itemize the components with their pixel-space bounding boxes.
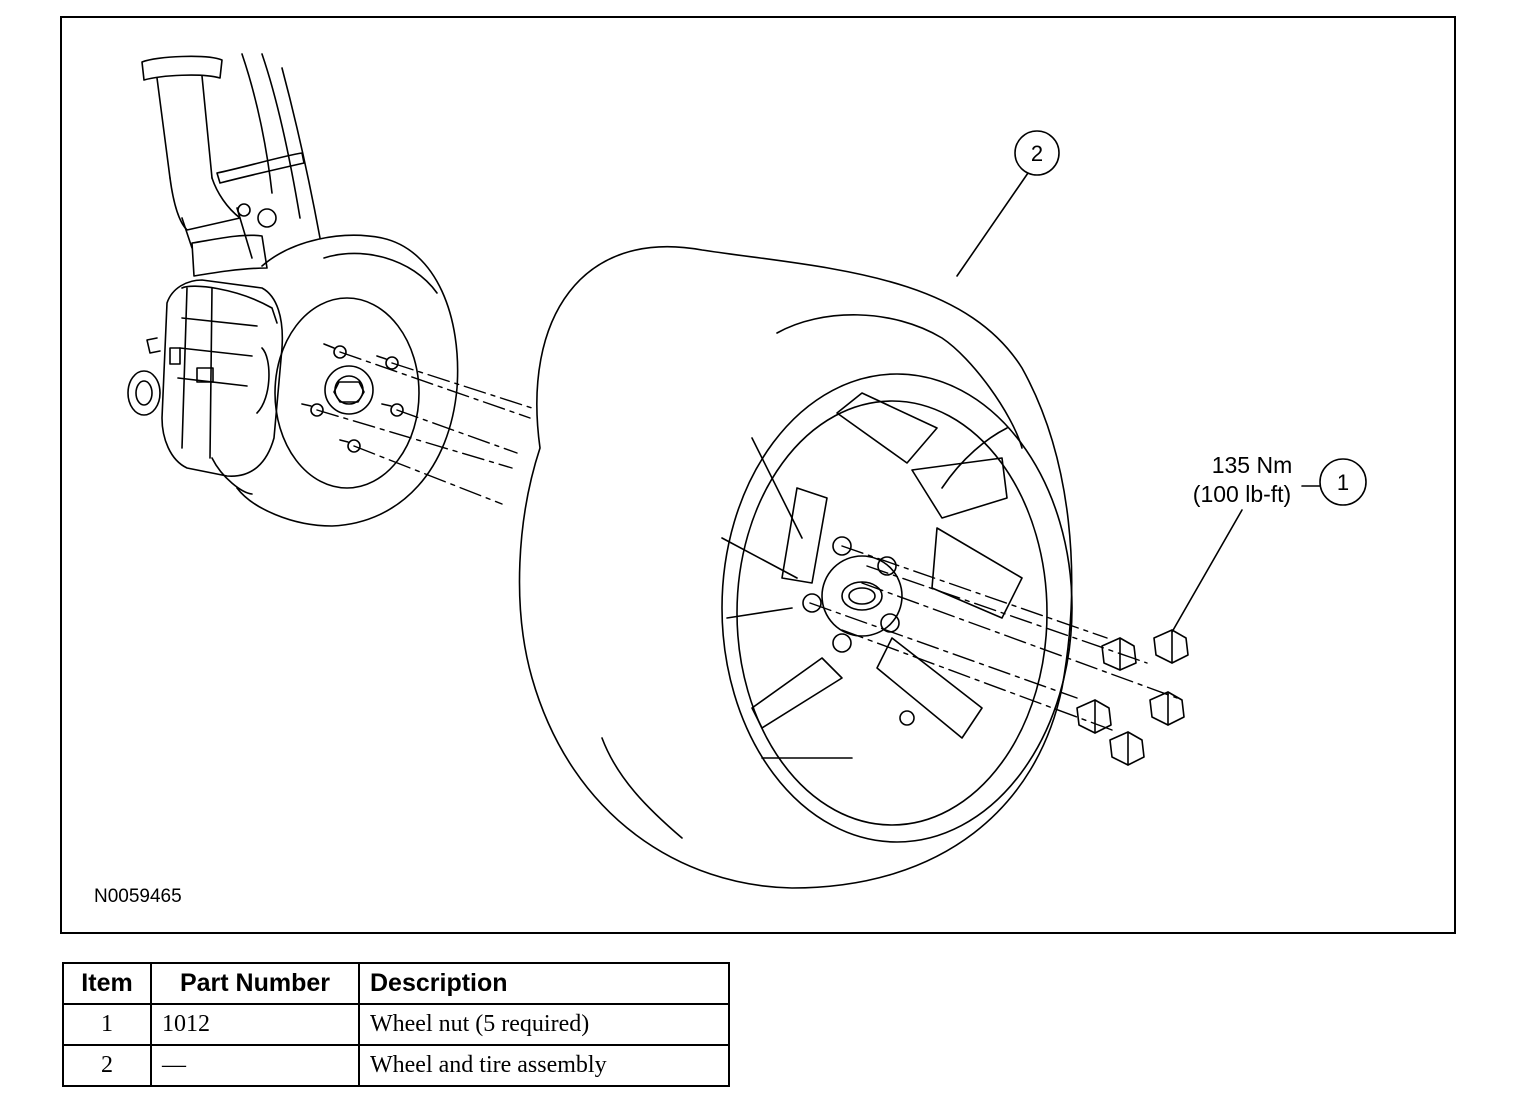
cell-item: 1 [62,1003,152,1046]
figure-id: N0059465 [94,886,182,907]
wheel-nut [1149,691,1185,726]
header-part-number: Part Number [150,962,360,1005]
parts-table-header-row: Item Part Number Description [62,962,730,1005]
cell-part-number: — [150,1044,360,1087]
wheel-nut [1109,731,1145,766]
parts-table: Item Part Number Description 1 1012 Whee… [62,962,730,1087]
torque-metric-label: 135 Nm [1212,452,1293,478]
header-item: Item [62,962,152,1005]
cell-item: 2 [62,1044,152,1087]
wheel-nut [1076,699,1112,734]
header-description: Description [358,962,730,1005]
brake-caliper [127,279,284,495]
wheel-rim [721,392,1023,759]
callout-1-number: 1 [1337,470,1349,495]
wheel-nut [1153,629,1189,664]
callout-2-leader [956,172,1029,277]
cell-description: Wheel nut (5 required) [358,1003,730,1046]
wheel-nut [1101,637,1137,671]
callout-2-circle [1014,130,1060,176]
brake-rotor [236,234,459,527]
table-row: 1 1012 Wheel nut (5 required) [62,1003,730,1046]
callout-2-number: 2 [1031,141,1043,166]
table-row: 2 — Wheel and tire assembly [62,1044,730,1087]
torque-imperial-label: (100 lb-ft) [1193,481,1291,507]
wheel-nuts [1076,629,1189,766]
cell-description: Wheel and tire assembly [358,1044,730,1087]
strut-assembly [141,53,321,277]
diagram-frame: 2 1 135 Nm (100 lb-ft) N0059465 [60,16,1456,934]
callout-1-circle [1319,458,1367,506]
tire [518,245,1073,889]
wheel-assembly-illustration: 2 1 135 Nm (100 lb-ft) N0059465 [94,53,1367,907]
cell-part-number: 1012 [150,1003,360,1046]
callout-1-leader [1171,509,1243,633]
